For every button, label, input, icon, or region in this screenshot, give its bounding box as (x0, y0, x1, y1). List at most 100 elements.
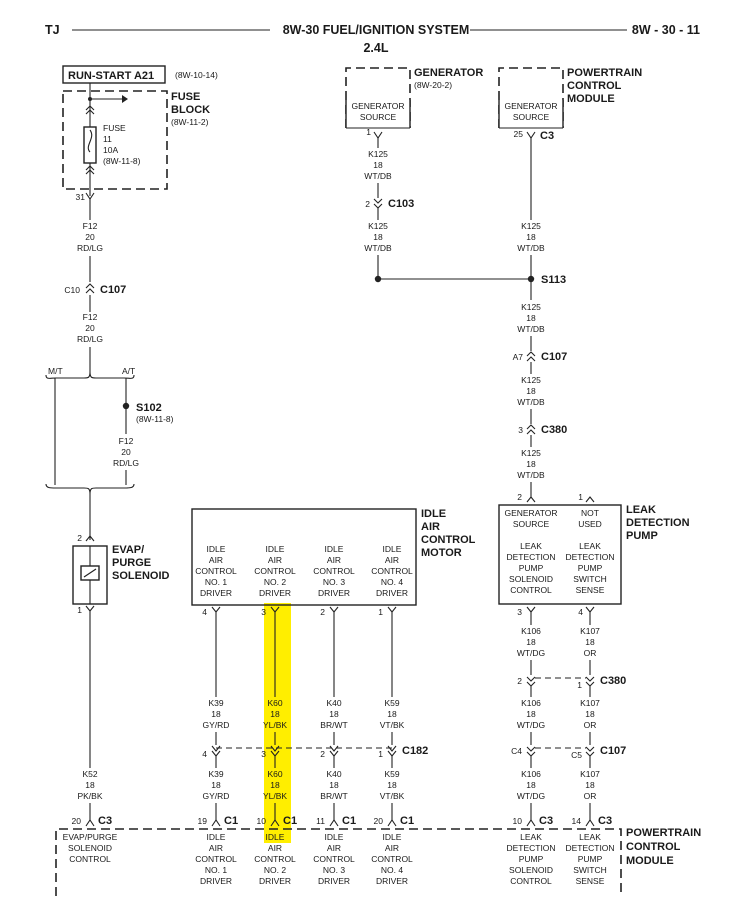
k40-a-2: BR/WT (320, 720, 347, 730)
iac-col3-0: IDLE (325, 544, 344, 554)
c107-pin-left: C10 (64, 285, 80, 295)
pcm-conn-pin-1: 19 (198, 816, 208, 826)
generator-ref: (8W-20-2) (414, 80, 452, 90)
iac-col3-4: DRIVER (318, 588, 350, 598)
k60-a-2: YL/BK (263, 720, 287, 730)
pcm-iac-col2-0: IDLE (266, 832, 285, 842)
pcm-ldp-col2-0: LEAK (579, 832, 601, 842)
k125-name-c: K125 (521, 221, 541, 231)
iac-col4-2: CONTROL (371, 566, 413, 576)
ldp-col2-4: DETECTION (565, 552, 614, 562)
fuse-symbol (83, 126, 97, 164)
k125-gauge-a: 18 (373, 160, 383, 170)
iac-name-0: IDLE (421, 508, 446, 520)
pcm-top: GENERATOR SOURCE POWERTRAIN CONTROL MODU… (498, 67, 642, 497)
k59-a-2: VT/BK (380, 720, 405, 730)
k125-color-c: WT/DB (517, 243, 545, 253)
k59-a-1: 18 (387, 709, 397, 719)
ldp-col1-1: SOURCE (513, 519, 550, 529)
c107b-pin-0: C4 (511, 746, 522, 756)
iac-col1-3: NO. 1 (205, 577, 227, 587)
idle-air-control-motor: IDLE AIR CONTROL MOTOR IDLEAIRCONTROLNO.… (191, 508, 476, 820)
ldp-col2-7: SENSE (576, 585, 605, 595)
k106-gauge-c: 18 (526, 780, 536, 790)
ldp-col1-3: LEAK (520, 541, 542, 551)
ldp-col1-7: CONTROL (510, 585, 552, 595)
fuse-label-1: 11 (103, 134, 112, 144)
pcm-iac-col3-4: DRIVER (318, 876, 350, 886)
generator-name: GENERATOR (414, 67, 483, 79)
pcm-ldp-col1-2: PUMP (519, 854, 544, 864)
k60-b-0: K60 (267, 769, 282, 779)
k59-a-0: K59 (384, 698, 399, 708)
s113-label: S113 (541, 274, 566, 286)
fuse-block-name-1: FUSE (171, 91, 200, 103)
k107-color-b: OR (584, 720, 597, 730)
pcm-top-conn: C3 (540, 130, 554, 142)
c380b-name: C380 (600, 675, 626, 687)
generator-src-1: GENERATOR (351, 101, 404, 111)
k106-color-b: WT/DG (517, 720, 545, 730)
pcm-top-pin: 25 (514, 129, 524, 139)
c182-pin-3: 2 (320, 749, 325, 759)
k125-name-d: K125 (521, 302, 541, 312)
k40-a-1: 18 (329, 709, 339, 719)
pcm-ldp-col1-4: CONTROL (510, 876, 552, 886)
c182-pin-4: 1 (378, 749, 383, 759)
k107-color-c: OR (584, 791, 597, 801)
k60-highlight (264, 603, 291, 843)
pcm-ldp-col2-2: PUMP (578, 854, 603, 864)
c380b-pin-0: 2 (517, 676, 522, 686)
iac-col4-3: NO. 4 (381, 577, 403, 587)
fuse-label-2: 10A (103, 145, 118, 155)
pcm-evap-2: CONTROL (69, 854, 111, 864)
k106-name-b: K106 (521, 698, 541, 708)
pcm-iac-col4-2: CONTROL (371, 854, 413, 864)
k107-gauge-c: 18 (585, 780, 595, 790)
iac-pin-1: 4 (202, 607, 207, 617)
ldp-pin-bot-1: 4 (578, 607, 583, 617)
pcm-iac-col1-3: NO. 1 (205, 865, 227, 875)
iac-col3-3: NO. 3 (323, 577, 345, 587)
pcm-iac-col3-0: IDLE (325, 832, 344, 842)
c380-name: C380 (541, 424, 567, 436)
pcm-iac-col1-0: IDLE (207, 832, 226, 842)
pcm-ldp-col1-3: SOLENOID (509, 865, 553, 875)
pcm-iac-col2-2: CONTROL (254, 854, 296, 864)
k59-b-2: VT/BK (380, 791, 405, 801)
f12-gauge-a: 20 (85, 232, 95, 242)
ldp-col1-6: SOLENOID (509, 574, 553, 584)
iac-pin-2: 3 (261, 607, 266, 617)
c182-name: C182 (402, 745, 428, 757)
k125-gauge-b: 18 (373, 232, 383, 242)
k60-a-0: K60 (267, 698, 282, 708)
ldp-name-0: LEAK (626, 504, 656, 516)
k125-color-f: WT/DB (517, 470, 545, 480)
c380b-pin-1: 1 (577, 680, 582, 690)
ldp-col2-0: NOT (581, 508, 599, 518)
k39-a-0: K39 (208, 698, 223, 708)
c107r-pin: A7 (513, 352, 524, 362)
k106-color-a: WT/DG (517, 648, 545, 658)
f12-gauge-c: 20 (121, 447, 131, 457)
header-subtitle: 2.4L (363, 41, 388, 55)
pcm-conn-pin-0: 20 (72, 816, 82, 826)
k39-b-2: GY/RD (203, 791, 230, 801)
iac-col2-2: CONTROL (254, 566, 296, 576)
pcm-conn-pin-6: 14 (572, 816, 582, 826)
iac-col3-2: CONTROL (313, 566, 355, 576)
iac-col2-1: AIR (268, 555, 282, 565)
k60-b-1: 18 (270, 780, 280, 790)
k125-color-d: WT/DB (517, 324, 545, 334)
pcm-bot-name-0: POWERTRAIN (626, 827, 701, 839)
ldp-name-1: DETECTION (626, 517, 690, 529)
iac-col2-0: IDLE (266, 544, 285, 554)
generator-src-2: SOURCE (360, 112, 397, 122)
c107b-pin-1: C5 (571, 750, 582, 760)
k125-color-e: WT/DB (517, 397, 545, 407)
pcm-conn-pin-3: 11 (316, 816, 325, 826)
evap-name-1: PURGE (112, 557, 151, 569)
c103-name: C103 (388, 198, 414, 210)
fuse-block-ref: (8W-11-2) (171, 117, 209, 127)
